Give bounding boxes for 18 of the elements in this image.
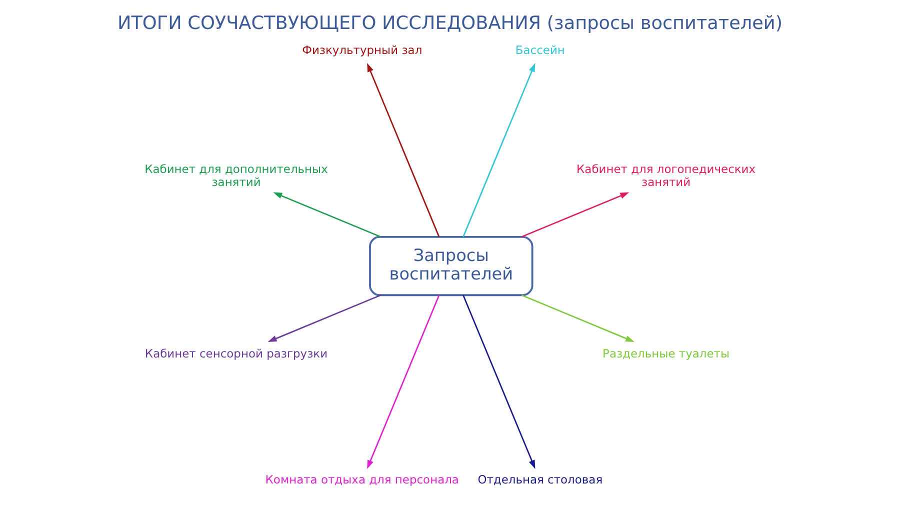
node-box: Запросы воспитателей <box>369 236 534 296</box>
arrow <box>521 294 635 342</box>
diagram-title: ИТОГИ СОУЧАСТВУЮЩЕГО ИССЛЕДОВАНИЯ (запросы воспитателей) <box>117 13 783 34</box>
node-text: Физкультурный зал <box>302 42 422 57</box>
node-text: Бассейн <box>515 42 565 57</box>
arrow <box>367 294 440 470</box>
node-text: Комната отдыха для персонала <box>265 472 459 487</box>
node-text: Раздельные туалеты <box>602 346 730 361</box>
arrow <box>521 192 630 238</box>
arrow <box>462 63 536 238</box>
node-text: Отдельная столовая <box>478 472 603 487</box>
node-text: Кабинет для логопедических занятий <box>576 162 756 190</box>
arrow <box>268 294 382 342</box>
arrow <box>462 294 536 470</box>
arrow <box>367 63 440 238</box>
node-text: Кабинет для дополнительных занятий <box>144 162 328 190</box>
arrow <box>273 192 382 238</box>
node-text: Кабинет сенсорной разгрузки <box>144 346 328 361</box>
